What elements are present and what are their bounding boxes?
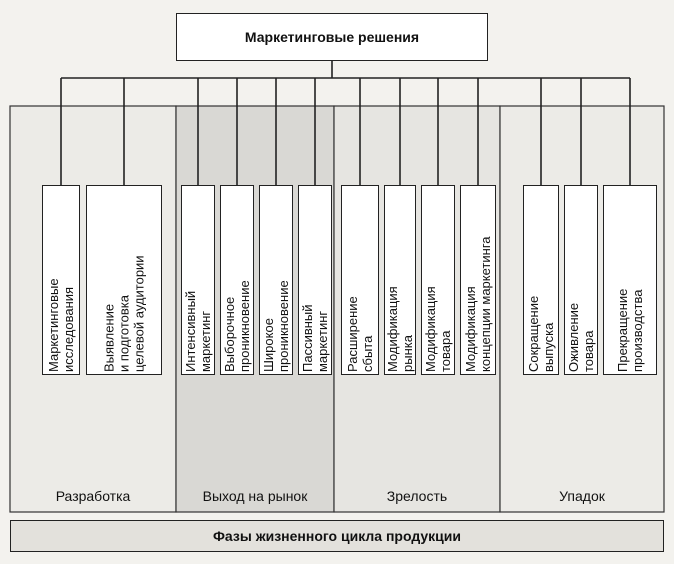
- phase-label: Выход на рынок: [202, 488, 308, 504]
- decision-label: Широкое проникновение: [261, 280, 291, 372]
- decision-label: Модификация рынка: [385, 286, 415, 372]
- decision-label: Оживление товара: [566, 302, 596, 372]
- footer-label: Фазы жизненного цикла продукции: [212, 528, 461, 544]
- phase-label: Упадок: [559, 488, 605, 504]
- phase-label: Разработка: [55, 488, 131, 504]
- phase-label: Зрелость: [386, 488, 448, 504]
- decision-label: Модификация концепции маркетинга: [463, 236, 493, 372]
- decision-box: Широкое проникновение: [259, 185, 293, 375]
- decision-box: Расширение сбыта: [341, 185, 379, 375]
- decision-box: Модификация товара: [421, 185, 455, 375]
- decision-box: Модификация концепции маркетинга: [460, 185, 496, 375]
- root-node: Маркетинговые решения: [176, 13, 488, 61]
- decision-box: Маркетинговые исследования: [42, 185, 80, 375]
- decision-label: Маркетинговые исследования: [46, 278, 76, 372]
- decision-box: Пассивный маркетинг: [298, 185, 332, 375]
- root-label: Маркетинговые решения: [244, 29, 420, 45]
- decision-label: Выявление и подготовка целевой аудитории: [101, 255, 147, 372]
- decision-label: Модификация товара: [423, 286, 453, 372]
- decision-label: Расширение сбыта: [345, 296, 375, 372]
- decision-box: Модификация рынка: [384, 185, 416, 375]
- decision-box: Прекращение производства: [603, 185, 657, 375]
- decision-label: Прекращение производства: [615, 288, 645, 372]
- decision-label: Выборочное проникновение: [222, 280, 252, 372]
- decision-label: Интенсивный маркетинг: [183, 290, 213, 372]
- decision-label: Пассивный маркетинг: [300, 304, 330, 372]
- decision-box: Сокращение выпуска: [523, 185, 559, 375]
- decision-box: Оживление товара: [564, 185, 598, 375]
- decision-box: Выявление и подготовка целевой аудитории: [86, 185, 162, 375]
- phase-footer-bar: Фазы жизненного цикла продукции: [10, 520, 664, 552]
- decision-box: Выборочное проникновение: [220, 185, 254, 375]
- decision-label: Сокращение выпуска: [526, 295, 556, 372]
- decision-box: Интенсивный маркетинг: [181, 185, 215, 375]
